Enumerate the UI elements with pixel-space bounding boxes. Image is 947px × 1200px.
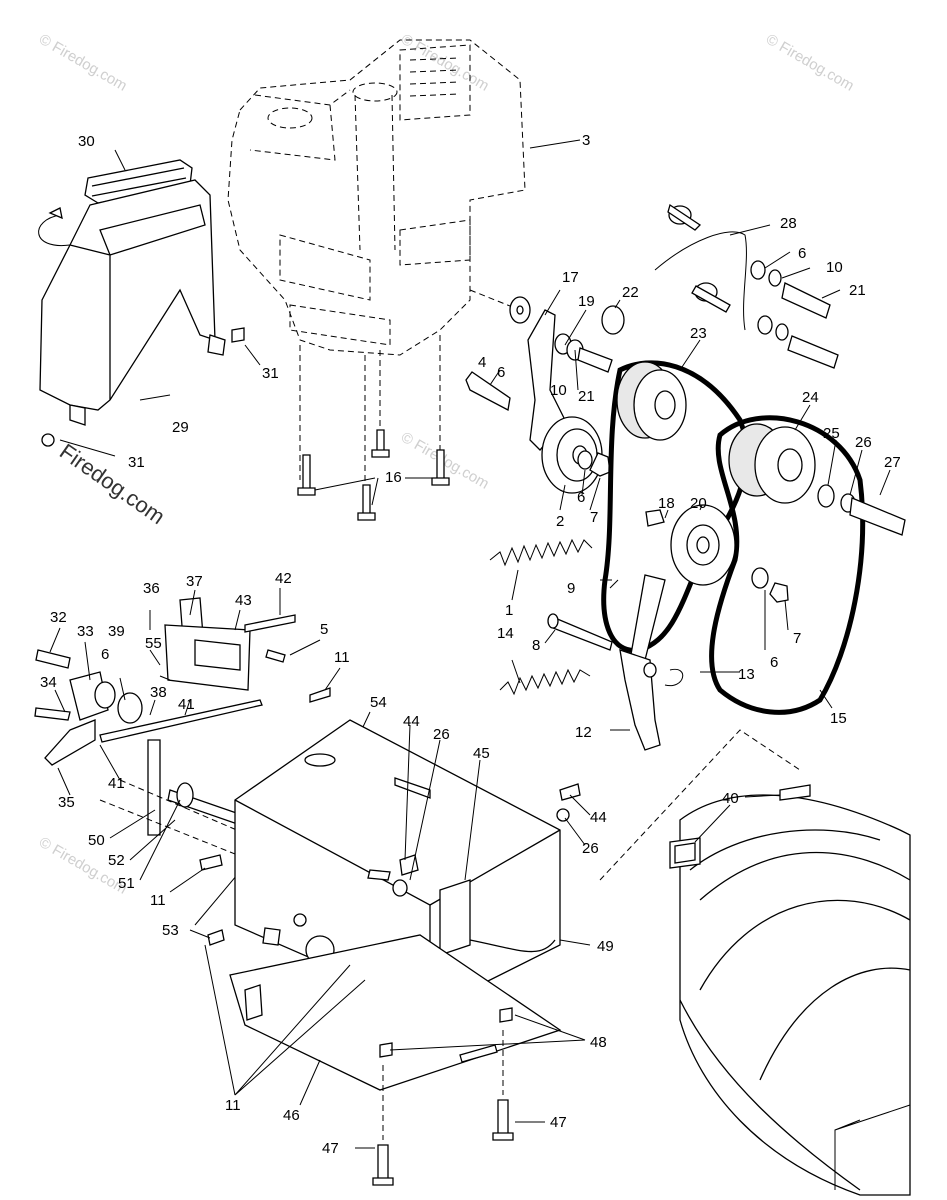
belt-cover [38,149,261,457]
callout-1: 1 [505,602,513,619]
callout-18: 18 [658,495,675,512]
callout-labels: 3 30 29 31 31 16 4 17 19 22 6 10 21 2 6 … [40,132,901,1157]
callout-5: 5 [320,621,328,638]
watermark-tr: © Firedog.com [763,31,857,95]
engine-outline [227,39,581,500]
callout-19: 19 [578,293,595,310]
callout-25: 25 [823,425,840,442]
callout-26: 26 [433,726,450,743]
callout-43: 43 [235,592,252,609]
callout-39: 39 [108,623,125,640]
callout-33: 33 [77,623,94,640]
callout-48: 48 [590,1034,607,1051]
callout-31: 31 [128,454,145,471]
callout-20: 20 [690,495,707,512]
bottom-plate [204,934,586,1186]
callout-26: 26 [582,840,599,857]
callout-8: 8 [532,637,540,654]
callout-22: 22 [622,284,639,301]
callout-15: 15 [830,710,847,727]
callout-47: 47 [550,1114,567,1131]
callout-6: 6 [497,364,505,381]
callout-35: 35 [58,794,75,811]
callout-12: 12 [575,724,592,741]
callout-30: 30 [78,133,95,150]
callout-42: 42 [275,570,292,587]
callout-7: 7 [590,509,598,526]
callout-41: 41 [178,696,195,713]
callout-34: 34 [40,674,57,691]
watermark-tl: © Firedog.com [36,31,130,95]
callout-11: 11 [334,649,350,666]
watermark-main: Firedog.com [55,439,170,530]
callout-16: 16 [385,469,402,486]
drive-belts [601,360,866,715]
callout-44: 44 [590,809,607,826]
watermark-tc: © Firedog.com [398,31,492,95]
callout-50: 50 [88,832,105,849]
callout-31: 31 [262,365,279,382]
callout-3: 3 [582,132,590,149]
springs-and-arm [489,538,833,751]
callout-38: 38 [150,684,167,701]
callout-4: 4 [478,354,486,371]
callout-40: 40 [722,790,739,807]
callout-2: 2 [556,513,564,530]
auger-housing [599,729,911,1196]
callout-17: 17 [562,269,579,286]
idler-pulley-assembly [465,289,625,511]
callout-54: 54 [370,694,387,711]
callout-41: 41 [108,775,125,792]
callout-51: 51 [118,875,135,892]
callout-6: 6 [101,646,109,663]
callout-7: 7 [793,630,801,647]
callout-28: 28 [780,215,797,232]
callout-13: 13 [738,666,755,683]
callout-11: 11 [150,892,166,909]
callout-53: 53 [162,922,179,939]
callout-29: 29 [172,419,189,436]
callout-26: 26 [855,434,872,451]
callout-10: 10 [550,382,567,399]
mounting-bolts [297,429,450,521]
pulleys [609,339,906,589]
callout-21: 21 [578,388,595,405]
callout-32: 32 [50,609,67,626]
callout-47: 47 [322,1140,339,1157]
callout-11: 11 [225,1097,241,1114]
callout-27: 27 [884,454,901,471]
callout-36: 36 [143,580,160,597]
callout-55: 55 [145,635,162,652]
callout-9: 9 [567,580,575,597]
callout-6: 6 [770,654,778,671]
callout-24: 24 [802,389,819,406]
callout-14: 14 [497,625,514,642]
callout-52: 52 [108,852,125,869]
callout-23: 23 [690,325,707,342]
callout-49: 49 [597,938,614,955]
callout-10: 10 [826,259,843,276]
upper-right-hardware [654,203,841,369]
callout-21: 21 [849,282,866,299]
callout-45: 45 [473,745,490,762]
callout-6: 6 [798,245,806,262]
callout-6: 6 [577,489,585,506]
callout-46: 46 [283,1107,300,1124]
callout-44: 44 [403,713,420,730]
callout-37: 37 [186,573,203,590]
